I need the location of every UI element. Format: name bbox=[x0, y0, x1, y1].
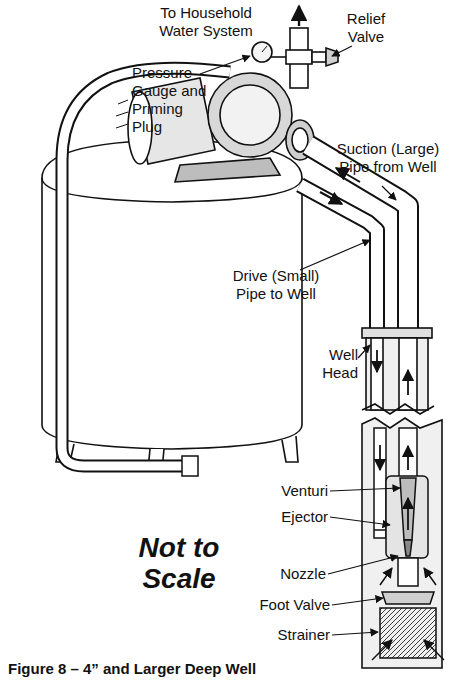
outlet-label: To Household Water System bbox=[145, 4, 267, 40]
part-label: Relief Valve bbox=[336, 10, 396, 46]
part-label: Pressure Gauge and Priming Plug bbox=[132, 64, 216, 136]
pipe-label: Drive (Small) Pipe to Well bbox=[220, 267, 332, 303]
discharge-fittings bbox=[252, 6, 338, 88]
ejector-assembly bbox=[372, 428, 444, 660]
part-label: Well Head bbox=[306, 346, 358, 382]
pressure-tank bbox=[42, 140, 302, 470]
well-casing bbox=[362, 328, 442, 668]
pipe-label: Suction (Large) Pipe from Well bbox=[326, 140, 450, 176]
scale-note: Not to Scale bbox=[138, 532, 220, 594]
part-label: Nozzle bbox=[230, 565, 326, 583]
part-label: Strainer bbox=[220, 626, 330, 644]
leader-lines bbox=[200, 46, 400, 635]
part-label: Ejector bbox=[230, 508, 328, 526]
figure-caption: Figure 8 – 4” and Larger Deep Well bbox=[8, 660, 256, 678]
part-label: Venturi bbox=[230, 482, 328, 500]
part-label: Foot Valve bbox=[220, 596, 330, 614]
